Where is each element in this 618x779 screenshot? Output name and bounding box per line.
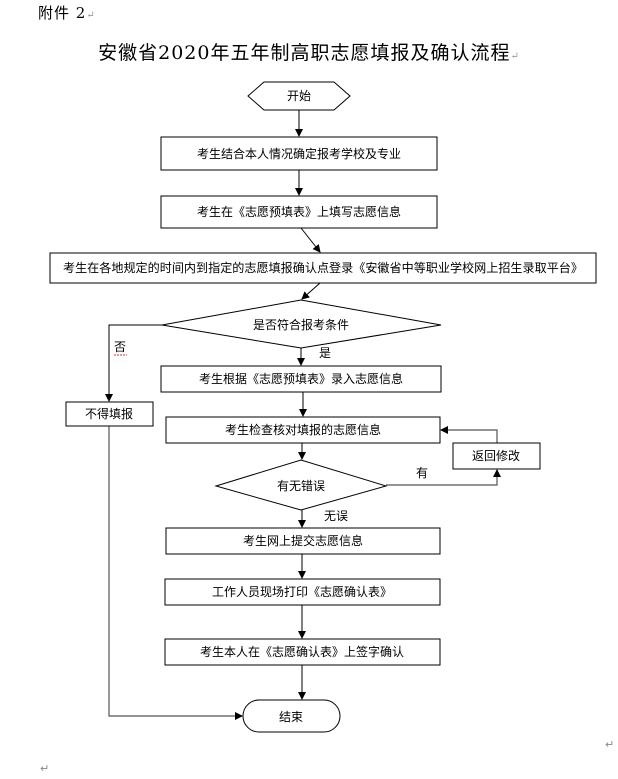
step7-label: 工作人员现场打印《志愿确认表》	[212, 585, 392, 599]
step3-label: 考生在各地规定的时间内到指定的志愿填报确认点登录《安徽省中等职业学校网上招生录取…	[63, 260, 583, 275]
step1-label: 考生结合本人情况确定报考学校及专业	[197, 146, 401, 161]
revise-box	[452, 442, 541, 470]
decision1-diamond	[161, 299, 442, 349]
step6-box	[165, 527, 441, 555]
paragraph-mark-icon: ↵	[86, 10, 96, 21]
start-label: 开始	[287, 89, 311, 103]
step3-box	[49, 252, 597, 284]
end-node	[242, 699, 341, 733]
decision2-diamond	[214, 459, 388, 511]
edge-label-no: 否	[114, 340, 126, 354]
reject-label: 不得填报	[85, 406, 133, 421]
decision2-label: 有无错误	[277, 479, 325, 493]
step2-label: 考生在《志愿预填表》上填写志愿信息	[197, 204, 401, 219]
reject-box	[65, 401, 154, 427]
step7-box	[164, 578, 441, 606]
step8-box	[164, 638, 441, 666]
start-node	[247, 81, 351, 111]
step6-label: 考生网上提交志愿信息	[243, 533, 363, 548]
edge-reject-end	[108, 426, 243, 720]
edge-decision1-reject	[105, 324, 162, 402]
step4-label: 考生根据《志愿预填表》录入志愿信息	[199, 371, 403, 386]
edge-label-has-error: 有	[416, 466, 428, 480]
end-label: 结束	[279, 710, 303, 724]
page-title: 安徽省2020年五年制高职志愿填报及确认流程↵	[98, 42, 520, 64]
paragraph-mark-icon: ↵	[510, 51, 520, 62]
step8-label: 考生本人在《志愿确认表》上签字确认	[200, 644, 404, 659]
step1-box	[160, 136, 438, 171]
paragraph-mark-icon: ↵	[605, 738, 615, 751]
step2-box	[160, 195, 438, 229]
paragraph-mark-icon: ↵	[40, 762, 50, 775]
step5-box	[165, 416, 441, 444]
decision1-label: 是否符合报考条件	[253, 317, 349, 332]
edge-step3-decision1	[301, 282, 321, 300]
edge-label-yes: 是	[319, 346, 331, 360]
edge-revise-step5	[440, 426, 498, 443]
step5-label: 考生检查核对填报的志愿信息	[225, 422, 381, 437]
edge-label-no-error: 无误	[324, 509, 348, 523]
edge-step2-step3	[300, 227, 321, 253]
revise-label: 返回修改	[472, 448, 520, 463]
attachment-label: 附件 2↵	[38, 4, 96, 22]
step4-box	[160, 365, 442, 393]
edge-decision2-revise	[386, 469, 501, 486]
